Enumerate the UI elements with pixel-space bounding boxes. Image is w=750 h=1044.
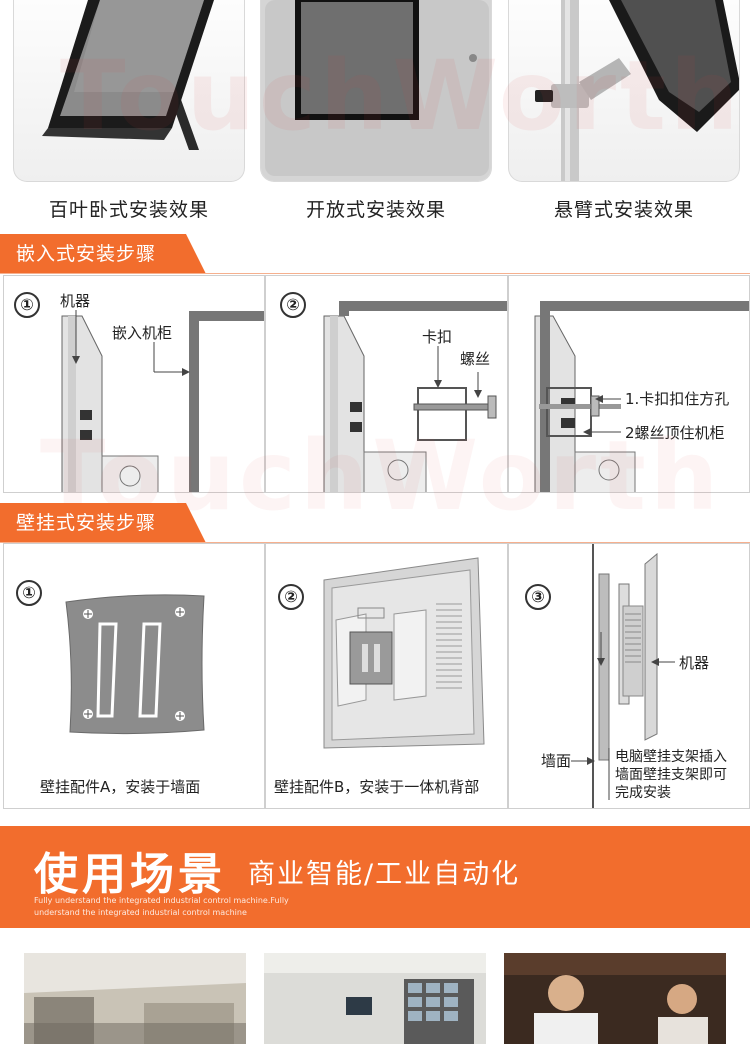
wall-step-number-1: ① xyxy=(16,580,42,606)
label-screw-cabinet: 2螺丝顶住机柜 xyxy=(625,424,725,442)
wall-step-2: ② 壁挂配件B，安装于一体机背部 xyxy=(265,543,508,809)
wall-step-number-2: ② xyxy=(278,584,304,610)
label-clip-square-hole: 1.卡扣扣住方孔 xyxy=(625,390,730,408)
wall-bracket-a-drawing xyxy=(65,594,205,735)
arm-install-photo xyxy=(508,0,740,182)
install-effects-row: 百叶卧式安装效果 开放式安装效果 悬臂式安装效果 TouchWorth xyxy=(0,0,750,232)
label-desc-2: 墙面壁挂支架即可 xyxy=(615,767,727,783)
wall-step-1-caption: 壁挂配件A，安装于墙面 xyxy=(40,778,201,796)
label-machine-wall: 机器 xyxy=(679,654,710,672)
louver-install-photo xyxy=(13,0,245,182)
embedded-step-2-drawing xyxy=(323,301,507,492)
label-wall: 墙面 xyxy=(541,752,572,770)
arm-install-caption: 悬臂式安装效果 xyxy=(553,199,694,221)
open-install-caption: 开放式安装效果 xyxy=(305,199,446,221)
embedded-section-title: 嵌入式安装步骤 xyxy=(0,234,206,274)
step-number-2: ② xyxy=(280,292,306,318)
label-screw: 螺丝 xyxy=(460,350,491,368)
label-embedded-cabinet: 嵌入机柜 xyxy=(112,324,173,342)
scene-photo-factory xyxy=(24,953,246,1044)
embedded-step-1: ① 机器 嵌入机柜 xyxy=(3,275,265,493)
label-machine: 机器 xyxy=(60,292,91,310)
wall-section-title: 壁挂式安装步骤 xyxy=(0,503,206,543)
usage-scenarios-banner: 使用场景 商业智能/工业自动化 Fully understand the int… xyxy=(0,826,750,928)
usage-title: 使用场景 xyxy=(34,849,226,900)
scene-photo-service-staff xyxy=(504,953,726,1044)
label-clip: 卡扣 xyxy=(422,328,453,346)
usage-subtitle: 商业智能/工业自动化 xyxy=(248,859,521,890)
embedded-step-1-drawing xyxy=(61,310,264,492)
label-desc-1: 电脑壁挂支架插入 xyxy=(615,749,727,765)
scene-photo-control-room xyxy=(264,953,486,1044)
wall-step-1: ① 壁挂配件A，安装于墙面 xyxy=(3,543,265,809)
embedded-step-3: 1.卡扣扣住方孔 2螺丝顶住机柜 xyxy=(508,275,750,493)
usage-english-text: Fully understand the integrated industri… xyxy=(34,896,289,917)
wall-step-2-caption: 壁挂配件B，安装于一体机背部 xyxy=(274,778,480,796)
step-number-1: ① xyxy=(14,292,40,318)
wall-mount-final-drawing xyxy=(571,544,675,808)
wall-section-header: 壁挂式安装步骤 xyxy=(0,503,750,543)
label-desc-3: 完成安装 xyxy=(615,785,671,801)
louver-install-caption: 百叶卧式安装效果 xyxy=(48,199,209,221)
embedded-step-2: ② 卡扣 螺丝 xyxy=(265,275,508,493)
wall-step-number-3: ③ xyxy=(525,584,551,610)
embedded-section-header: 嵌入式安装步骤 xyxy=(0,234,750,274)
embedded-step-3-drawing xyxy=(534,301,749,492)
open-install-photo xyxy=(260,0,492,182)
wall-step-3: ③ 机器 墙面 电脑壁挂支架插入 墙面壁挂支架即可 完成安装 xyxy=(508,543,750,809)
wall-bracket-b-drawing xyxy=(323,557,485,749)
